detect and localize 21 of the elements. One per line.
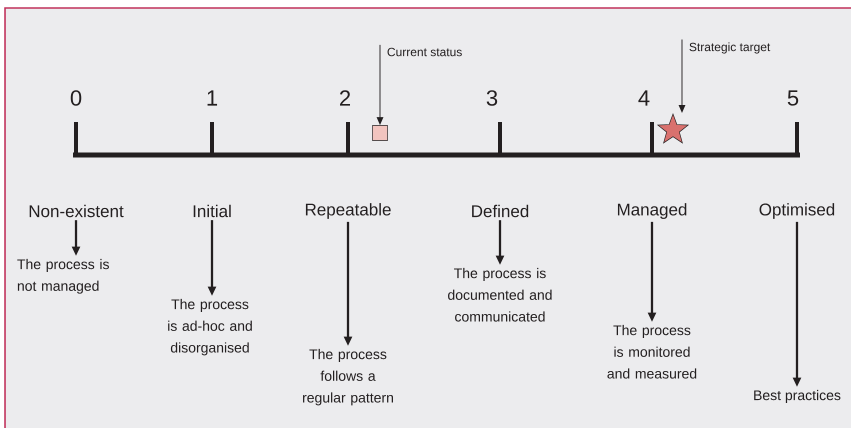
callout-text: Current status xyxy=(388,48,462,56)
description-text: The process is documented and communicated xyxy=(448,268,552,322)
level-name: Defined xyxy=(472,204,528,218)
scale-number: 1 xyxy=(208,90,218,106)
description-text: The process follows a regular pattern xyxy=(303,348,393,406)
square-marker xyxy=(372,125,388,141)
scale-number: 3 xyxy=(486,90,498,106)
level-name: Initial xyxy=(194,204,231,218)
level-name: Non-existent xyxy=(30,204,124,218)
callout-text: Strategic target xyxy=(689,42,770,54)
description-text: Best practices xyxy=(754,390,840,403)
level-name: Repeatable xyxy=(306,203,391,219)
scale-number: 5 xyxy=(788,90,798,106)
scale-number: 2 xyxy=(340,90,350,106)
level-name: Managed xyxy=(618,203,686,219)
description-text: The process is not managed xyxy=(17,258,109,294)
scale-number: 0 xyxy=(70,90,82,106)
scale-number: 4 xyxy=(638,90,650,106)
level-name: Optimised xyxy=(760,203,834,219)
description-text: The process is ad-hoc and disorganised xyxy=(168,298,252,356)
description-text: The process is monitored and measured xyxy=(607,324,696,379)
